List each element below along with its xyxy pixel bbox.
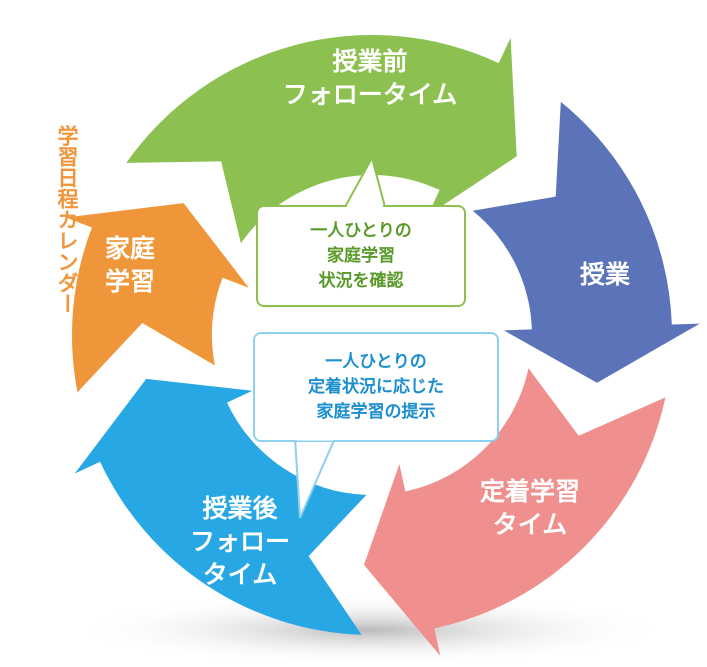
- label-line: 学習: [104, 267, 155, 296]
- side-label-calendar: 学習日程カレンダー: [55, 125, 79, 314]
- callout-present-home-study: 一人ひとりの 定着状況に応じた 家庭学習の提示: [253, 332, 499, 442]
- callout-check-home-study: 一人ひとりの 家庭学習 状況を確認: [256, 205, 466, 307]
- callout-line: 定着状況に応じた: [308, 376, 444, 397]
- callout-tail-top: [344, 155, 386, 208]
- callout-line: 家庭学習: [327, 245, 395, 266]
- callout-tail-bottom: [294, 437, 336, 519]
- label-line: フォロータイム: [282, 80, 458, 109]
- label-class: 授業: [555, 258, 655, 291]
- label-home-study: 家庭 学習: [85, 232, 175, 298]
- arrow-segment-home-study: [65, 203, 249, 393]
- callout-line: 一人ひとりの: [310, 220, 412, 241]
- arrow-segment-post-class: [74, 378, 367, 635]
- arrow-segment-class: [472, 101, 700, 383]
- label-line: 授業前: [332, 47, 408, 76]
- label-retention: 定着学習 タイム: [455, 475, 605, 541]
- callout-line: 家庭学習の提示: [316, 401, 436, 422]
- label-line: 定着学習: [479, 477, 580, 506]
- label-line: 授業: [579, 260, 630, 289]
- label-line: 家庭: [104, 234, 155, 263]
- label-line: フォロー: [189, 527, 290, 556]
- arrow-segment-retention: [364, 368, 666, 656]
- callout-line: 一人ひとりの: [325, 351, 427, 372]
- label-post-class: 授業後 フォロー タイム: [175, 492, 305, 591]
- ring-shadow: [70, 595, 670, 665]
- label-line: 授業後: [202, 494, 278, 523]
- label-line: タイム: [492, 510, 568, 539]
- callout-line: 状況を確認: [318, 270, 404, 291]
- label-line: タイム: [202, 560, 278, 589]
- label-pre-class: 授業前 フォロータイム: [250, 45, 490, 111]
- arrow-segment-pre-class: [126, 34, 517, 244]
